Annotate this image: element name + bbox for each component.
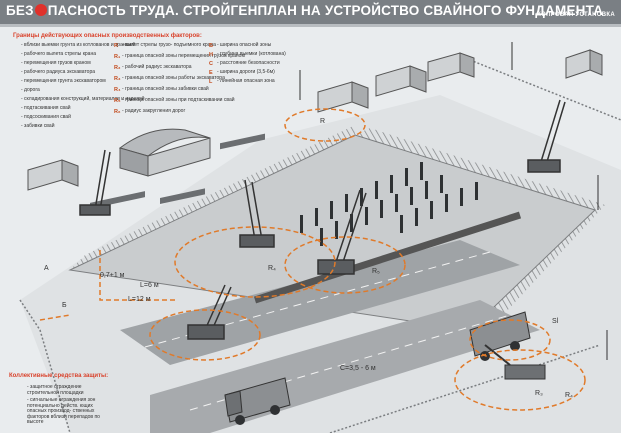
legend-item: - граница опасной зоны перемещения грузо… (122, 53, 245, 59)
piles (300, 162, 478, 246)
crane-back-right (527, 99, 566, 173)
legend-symbol: Н (209, 52, 213, 58)
legend-item: - ширина опасной зоны (217, 42, 272, 48)
legend-symbol: С (209, 61, 213, 67)
legend-symbol: R₆ (114, 109, 121, 115)
pit-slope-right (355, 128, 605, 210)
collective-heading: Коллективные средства защиты: (9, 373, 109, 379)
legend-symbol: R₃ (114, 76, 121, 82)
legend-symbol: R₅ (114, 98, 121, 104)
safety-logo-icon (34, 4, 47, 16)
zone-label: R₄ (565, 392, 573, 399)
legend-item: - ширина дороги (3,5-6м) (217, 69, 275, 75)
legend-item: - вылет стрелы грузо- подъемного крана (122, 42, 216, 48)
legend-item: - подтаскивания свай (21, 105, 71, 111)
page-title: БЕЗ ПАСНОСТЬ ТРУДА. СТРОЙГЕНПЛАН НА УСТРО… (6, 3, 603, 18)
legend-item: - радиус закругления дорог (122, 108, 186, 114)
legend-item: - вблизи выемки грунта из котлованов и т… (21, 42, 136, 48)
title-start: БЕЗ (6, 3, 34, 18)
legend-item: - глубина выемки (котлована) (217, 51, 286, 57)
pipe (253, 211, 522, 304)
legend-symbol: Б (209, 43, 213, 49)
legend-symbol: R₄ (114, 87, 121, 93)
series-tag: КОПРОВАЯ УСТАНОВКА (537, 12, 615, 18)
dump-truck-bottom (224, 377, 291, 425)
legend-item: - складирования конструкций, материалов … (21, 96, 145, 102)
legend-symbol: R₁ (114, 54, 121, 60)
site-cabins (27, 49, 603, 191)
legend-item: - перемещения грунта экскаватором (21, 78, 106, 84)
legend-item: - забивки свай (21, 123, 55, 129)
distance-label: L=12 м (128, 296, 151, 303)
legend-item: - граница опасной зоны при подтаскивании… (122, 97, 235, 103)
legend-item: - перемещения грузов краном (21, 60, 91, 66)
legend-item: - рабочего радиуса экскаватора (21, 69, 96, 75)
pile-driver-center (239, 179, 275, 248)
legend-item: - подсоскивания свай (21, 114, 71, 120)
legend-item: - расстояние безопасности (217, 60, 280, 66)
zone-label: R₄ (268, 265, 276, 272)
zone-label: R₅ (372, 268, 380, 275)
legend-symbol: R₂ (114, 65, 121, 71)
legend-item: - рабочего вылета стрелы крана (21, 51, 96, 57)
site-illustration (19, 42, 621, 433)
title-underline (0, 24, 621, 27)
excavator-bottom-right (484, 344, 546, 380)
legend-symbol: R (114, 43, 118, 49)
danger-zones (39, 108, 586, 411)
legend-item: - граница опасной зоны забивки свай (122, 86, 209, 92)
zone-label: А (44, 265, 49, 272)
legend-heading: Границы действующих опасных производстве… (13, 33, 202, 39)
collective-item: - защитное ограждение строительной площа… (27, 384, 84, 396)
legend-item: - граница опасной зоны работы экскаватор… (122, 75, 225, 81)
pile-driver-right (317, 189, 367, 275)
warehouse-hangar (118, 128, 211, 177)
zone-label: Sl (552, 318, 559, 325)
title-bar: БЕЗ ПАСНОСТЬ ТРУДА. СТРОЙГЕНПЛАН НА УСТРО… (0, 0, 621, 24)
legend-item: - дорога (21, 87, 40, 93)
zone-label: Б (62, 302, 67, 309)
pit-slope-front (470, 205, 605, 340)
road-width-label: С=3,5 - 6 м (340, 365, 376, 372)
distance-label: L=6 м (140, 282, 159, 289)
lighting-poles (299, 42, 608, 360)
legend-symbol: Е (209, 70, 213, 76)
front-fence (329, 344, 601, 433)
distance-label: 0,7+1 м (100, 272, 125, 279)
legend-symbol: L (209, 79, 213, 85)
crawler-crane-left (79, 149, 111, 216)
legend-box: Границы действующих опасных производстве… (9, 31, 297, 131)
zone-label: R (320, 118, 326, 125)
site-fence (19, 299, 71, 433)
legend-item: - линейная опасная зона (217, 78, 275, 84)
zone-label: R₃ (535, 390, 543, 397)
pit-slope-left (70, 125, 355, 270)
legend-item: - рабочий радиус экскаватора (122, 64, 192, 70)
title-rest: ПАСНОСТЬ ТРУДА. СТРОЙГЕНПЛАН НА УСТРОЙСТ… (47, 3, 604, 18)
collective-item: - сигнальные ограждения зон потенциально… (27, 397, 100, 425)
